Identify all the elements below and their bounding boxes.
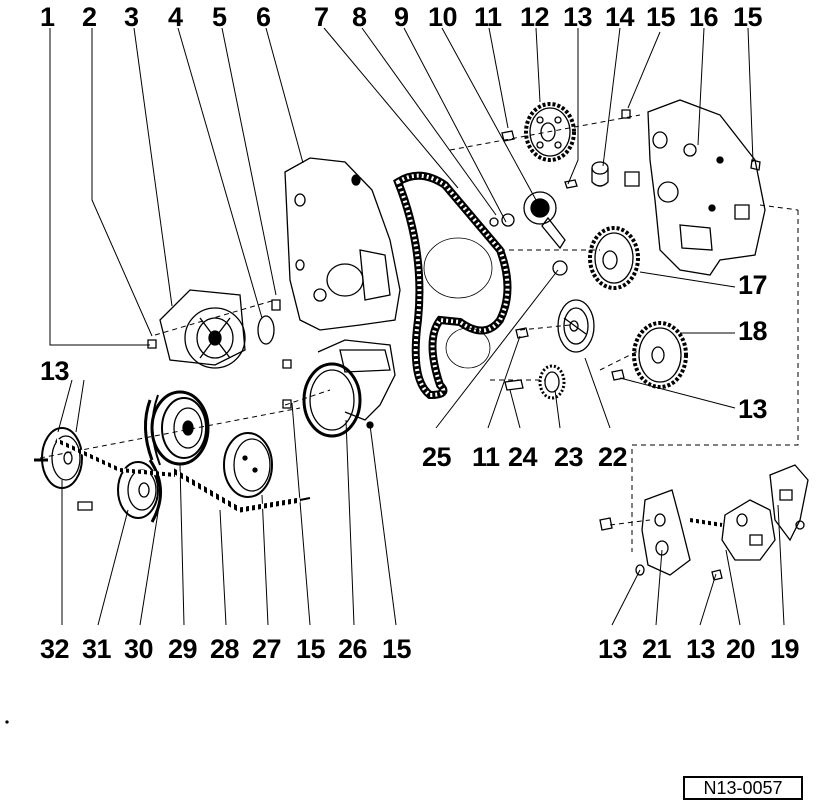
bolt (751, 160, 760, 170)
part-label: 6 (256, 2, 271, 32)
upper-belt-guard (285, 158, 400, 330)
washer (636, 565, 644, 575)
part-label: 16 (689, 2, 719, 32)
part-label: 10 (428, 2, 458, 32)
part-label: 27 (252, 634, 282, 664)
rear-timing-cover (648, 100, 765, 275)
part-label: 1 (40, 2, 55, 32)
bracket-20 (722, 500, 775, 560)
bolt (712, 570, 722, 580)
bracket-21 (642, 490, 690, 575)
bolt (565, 180, 577, 188)
part-label: 11 (472, 442, 500, 472)
part-label: 13 (40, 356, 70, 386)
bolt (78, 502, 92, 510)
alternator-pulley (34, 428, 82, 488)
bolt (283, 400, 291, 408)
part-label: 5 (212, 2, 227, 32)
part-label: 18 (738, 316, 768, 346)
part-label: 15 (733, 2, 763, 32)
part-label: 13 (738, 394, 768, 424)
part-label: 26 (338, 634, 368, 664)
part-label: 4 (168, 2, 183, 32)
part-label: 25 (422, 442, 452, 472)
part-label: 29 (168, 634, 198, 664)
pump-pulley (558, 300, 594, 352)
part-label: 15 (646, 2, 676, 32)
bolt (283, 360, 291, 368)
toothed-belt (398, 176, 508, 395)
tensioner-pulley (490, 192, 565, 248)
part-label: 7 (314, 2, 329, 32)
part-label: 13 (563, 2, 593, 32)
part-label: 31 (82, 634, 112, 664)
part-label: 8 (352, 2, 367, 32)
part-label: 11 (474, 2, 502, 32)
bolt (516, 328, 528, 338)
part-label: 13 (598, 634, 628, 664)
part-label: 19 (770, 634, 800, 664)
part-label: 15 (382, 634, 412, 664)
ribbed-belt (56, 440, 175, 475)
nut (553, 261, 567, 275)
camshaft-sprocket (502, 104, 574, 160)
bolt (600, 518, 612, 530)
leader-lines (50, 28, 784, 625)
part-label: 12 (520, 2, 550, 32)
bolt (272, 300, 280, 310)
part-label: 17 (738, 270, 768, 300)
part-label: 20 (726, 634, 756, 664)
small-sprocket (540, 366, 564, 398)
part-label: 23 (554, 442, 584, 472)
part-label: 22 (598, 442, 628, 472)
part-label: 14 (605, 2, 635, 32)
vbelt-pulley (145, 392, 208, 465)
figure-reference-code: N13-0057 (683, 776, 803, 800)
part-label: 2 (82, 2, 97, 32)
part-label: 28 (210, 634, 240, 664)
bolt (622, 110, 630, 118)
part-label: 24 (508, 442, 538, 472)
vbelt (172, 470, 300, 510)
part-label: 21 (642, 634, 672, 664)
lower-belt-guard (304, 340, 395, 436)
intermediate-sprocket (590, 228, 638, 288)
sleeve (592, 162, 639, 186)
part-label: 3 (124, 2, 139, 32)
part-label: 9 (394, 2, 409, 32)
washer (258, 316, 274, 344)
bolt (505, 380, 523, 390)
part-label: 13 (686, 634, 716, 664)
part-label: 32 (40, 634, 70, 664)
pulley-disk (224, 433, 272, 497)
sprocket-right (612, 323, 686, 387)
part-label: 15 (296, 634, 326, 664)
tension-roller (148, 290, 245, 368)
part-label: 30 (124, 634, 154, 664)
bracket-19 (770, 465, 808, 540)
